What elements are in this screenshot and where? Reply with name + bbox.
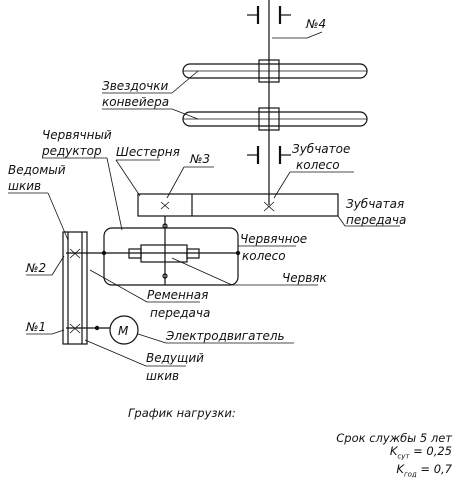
worm-reducer-housing (103, 227, 239, 286)
label-gear-wheel-2: колесо (296, 158, 340, 172)
motor-circle (109, 315, 139, 345)
label-driving-pulley-1: Ведущий (146, 351, 204, 365)
label-belt-drive-2: передача (150, 306, 210, 320)
label-n3: №3 (189, 152, 210, 166)
label-conveyor-1: Звездочки (102, 79, 169, 93)
label-gear-wheel-1: Зубчатое (292, 142, 350, 156)
label-motor: Электродвигатель (165, 329, 285, 343)
label-n1: №1 (25, 320, 46, 334)
gear-pair (137, 193, 339, 217)
label-gear-drive-2: передача (346, 213, 406, 227)
k-year-value: = 0,7 (420, 462, 452, 477)
label-worm-wheel-1: Червячное (240, 232, 307, 246)
label-n4: №4 (305, 17, 326, 31)
label-worm-reducer-1: Червячный (42, 128, 112, 142)
belt-drive (62, 231, 88, 345)
kinematic-scheme: M (8, 0, 406, 383)
k-day-sub: сут (397, 452, 410, 461)
conveyor-sprocket-upper (182, 59, 368, 83)
label-worm-reducer-2: редуктор (41, 144, 102, 158)
label-driven-pulley-1: Ведомый (8, 163, 66, 177)
service-life: Срок службы 5 лет (336, 431, 452, 445)
top-bearing (247, 6, 291, 24)
k-year: Kгод = 0,7 (336, 463, 452, 481)
k-year-symbol: K (396, 462, 404, 477)
label-worm-wheel-2: колесо (242, 249, 286, 263)
label-belt-drive-1: Ременная (147, 288, 208, 302)
label-conveyor-2: конвейера (102, 95, 169, 109)
label-gear-drive-1: Зубчатая (346, 197, 404, 211)
conveyor-sprocket-lower (182, 107, 368, 131)
k-day: Kсут = 0,25 (336, 445, 452, 463)
label-worm: Червяк (282, 271, 328, 285)
load-chart-title: График нагрузки: (128, 406, 236, 420)
label-driving-pulley-2: шкив (146, 369, 179, 383)
motor-letter: M (118, 324, 129, 338)
label-driven-pulley-2: шкив (8, 179, 41, 193)
k-year-sub: год (403, 470, 417, 479)
label-pinion: Шестерня (116, 145, 180, 159)
leader-lines (8, 31, 400, 367)
k-day-symbol: K (389, 444, 398, 458)
label-n2: №2 (25, 261, 46, 275)
middle-bearing (247, 146, 291, 164)
service-notes: Срок службы 5 лет Kсут = 0,25 Kгод = 0,7 (336, 432, 452, 482)
k-day-value: = 0,25 (413, 444, 452, 458)
